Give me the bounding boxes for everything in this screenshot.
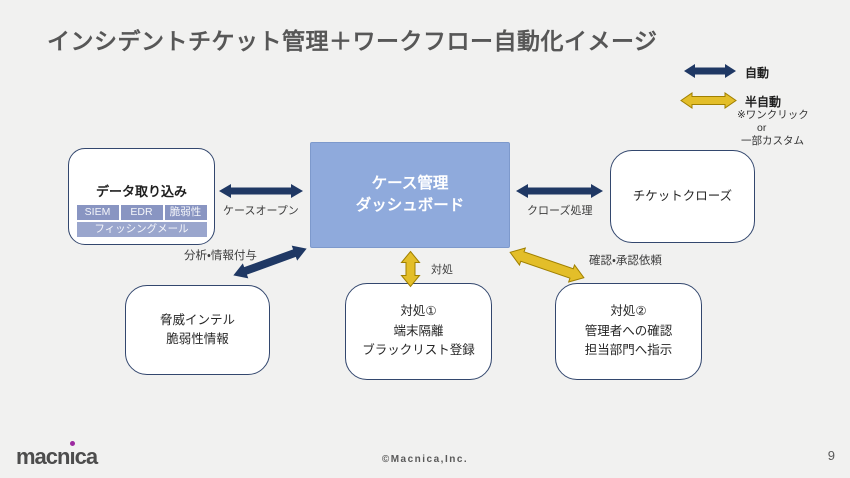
page-number: 9 — [827, 448, 835, 463]
node-action2: 対処② 管理者への確認 担当部門へ指示 — [555, 283, 702, 380]
source-edr: EDR — [120, 205, 163, 220]
arrow-action-icon — [400, 250, 421, 288]
arrow-case-open-icon — [219, 184, 303, 198]
ticket-close-label: チケットクローズ — [632, 188, 733, 203]
action1-line3: ブラックリスト登録 — [362, 343, 475, 358]
legend-semi-auto-note1: ※ワンクリック — [737, 109, 809, 121]
threat-intel-line1: 脅威インテル — [159, 312, 235, 327]
legend-auto-label: 自動 — [745, 66, 770, 80]
legend-auto-arrow-icon — [684, 64, 736, 78]
action2-line1: 対処② — [610, 304, 647, 319]
source-siem: SIEM — [76, 205, 119, 220]
edge-label-approval: 確認・承認依頼 — [589, 255, 662, 267]
edge-label-close-process: クローズ処理 — [527, 205, 593, 217]
edge-label-action: 対処 — [431, 264, 453, 276]
node-ticket-close: チケットクローズ — [610, 150, 755, 243]
case-dashboard-line1: ケース管理 — [371, 175, 449, 193]
node-action1: 対処① 端末隔離 ブラックリスト登録 — [345, 283, 492, 380]
arrow-approval-icon — [509, 247, 585, 283]
footer-copyright: ©Macnica,Inc. — [381, 454, 469, 465]
edge-label-analysis: 分析・情報付与 — [184, 250, 257, 262]
data-ingest-sources: SIEM EDR 脆弱性 — [76, 205, 207, 220]
arrow-close-process-icon — [516, 184, 603, 198]
edge-label-case-open: ケースオープン — [223, 205, 299, 217]
action1-line1: 対処① — [400, 304, 437, 319]
arrow-analysis-icon — [233, 245, 307, 279]
data-ingest-title: データ取り込み — [95, 183, 187, 199]
page-title: インシデントチケット管理＋ワークフロー自動化イメージ — [47, 28, 658, 54]
node-threat-intel: 脅威インテル 脆弱性情報 — [125, 285, 270, 375]
source-vulnerability: 脆弱性 — [164, 205, 207, 220]
legend-semi-auto-arrow-icon — [680, 92, 737, 109]
legend-semi-auto-note3: 一部カスタム — [741, 135, 804, 147]
logo-part1: macn — [16, 444, 70, 469]
logo-i-glyph: ı — [69, 444, 75, 469]
source-phishing-mail: フィッシングメール — [76, 222, 207, 237]
case-dashboard-line2: ダッシュボード — [355, 197, 465, 214]
threat-intel-line2: 脆弱性情報 — [166, 332, 229, 346]
node-case-dashboard: ケース管理 ダッシュボード — [310, 142, 510, 248]
logo-purple-dot-icon — [70, 441, 76, 446]
action2-line3: 担当部門へ指示 — [584, 343, 673, 358]
logo-i: ı — [69, 441, 76, 470]
legend-semi-auto-note2: or — [757, 122, 767, 134]
action2-line2: 管理者への確認 — [584, 323, 673, 338]
action1-line2: 端末隔離 — [393, 323, 444, 338]
logo-part2: ca — [74, 444, 99, 469]
legend-semi-auto-label: 半自動 — [745, 95, 782, 109]
node-data-ingest: データ取り込み SIEM EDR 脆弱性 フィッシングメール — [68, 148, 215, 245]
